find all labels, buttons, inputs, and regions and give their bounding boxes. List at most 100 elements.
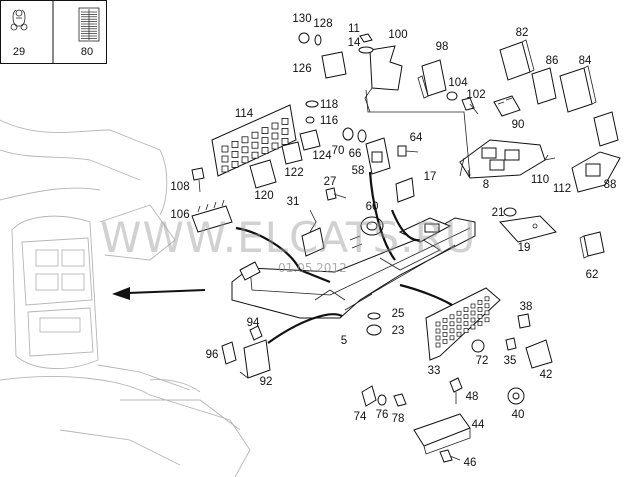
callout-100: 100 bbox=[388, 29, 407, 41]
callout-60: 60 bbox=[366, 201, 379, 213]
callout-8: 8 bbox=[483, 179, 489, 191]
washer-76 bbox=[377, 394, 387, 406]
callout-21: 21 bbox=[492, 207, 505, 219]
switch-58 bbox=[365, 137, 391, 175]
callout-110: 110 bbox=[531, 174, 549, 186]
relay-bracket bbox=[459, 139, 621, 193]
bracket-19 bbox=[499, 215, 557, 243]
callout-86: 86 bbox=[546, 55, 559, 67]
callout-31: 31 bbox=[287, 196, 300, 208]
watermark-date: 01.05.2012 bbox=[278, 261, 347, 275]
callout-128: 128 bbox=[313, 18, 332, 30]
clip-74 bbox=[361, 385, 377, 407]
screw-96 bbox=[221, 341, 237, 365]
watermark-text: WWW.ELCATS.RU bbox=[100, 213, 476, 262]
callout-44: 44 bbox=[472, 419, 485, 431]
callout-88: 88 bbox=[604, 179, 617, 191]
bracket-31 bbox=[301, 209, 325, 257]
callout-70: 70 bbox=[332, 145, 345, 157]
callout-62: 62 bbox=[586, 269, 599, 281]
callout-17: 17 bbox=[424, 171, 437, 183]
connector-block-106 bbox=[191, 199, 233, 233]
relay-82 bbox=[499, 39, 535, 81]
clip-icon bbox=[10, 9, 28, 31]
screw-46 bbox=[439, 449, 461, 463]
relay-126 bbox=[321, 51, 347, 79]
relay-86-bottom bbox=[593, 111, 619, 147]
callout-108: 108 bbox=[170, 181, 189, 193]
callout-11: 11 bbox=[348, 23, 360, 35]
inset-label-29: 29 bbox=[13, 46, 25, 58]
leader-lines bbox=[235, 89, 471, 344]
callout-130: 130 bbox=[292, 13, 311, 25]
inset-label-80: 80 bbox=[81, 46, 93, 58]
fuse-panel-114 bbox=[211, 104, 297, 177]
callout-48: 48 bbox=[466, 391, 479, 403]
callout-124: 124 bbox=[312, 150, 332, 162]
watermark: WWW.ELCATS.RU 01.05.2012 bbox=[100, 213, 476, 275]
inset-box: 29 80 bbox=[0, 0, 107, 64]
socket-62 bbox=[579, 231, 605, 259]
screw-48 bbox=[449, 377, 463, 404]
washer-66 bbox=[357, 129, 367, 143]
fuse-panel-33 bbox=[425, 287, 501, 361]
callout-78: 78 bbox=[392, 413, 405, 425]
callout-64: 64 bbox=[410, 132, 423, 144]
socket-42 bbox=[525, 339, 553, 369]
callout-46: 46 bbox=[464, 457, 477, 469]
callout-120: 120 bbox=[254, 190, 273, 202]
screw-64 bbox=[397, 145, 419, 157]
pointer-arrow bbox=[112, 287, 206, 300]
relay-124 bbox=[299, 129, 321, 151]
callout-23: 23 bbox=[392, 325, 405, 337]
lamp-40 bbox=[507, 387, 525, 405]
cap-72 bbox=[471, 339, 485, 353]
relay-122 bbox=[281, 141, 303, 165]
callout-126: 126 bbox=[292, 63, 311, 75]
small-parts-118-116 bbox=[305, 100, 319, 124]
callout-112: 112 bbox=[553, 183, 571, 195]
callout-82: 82 bbox=[516, 27, 529, 39]
fuse-strip-icon bbox=[78, 7, 100, 42]
callout-76: 76 bbox=[376, 409, 389, 421]
callout-42: 42 bbox=[540, 369, 553, 381]
screw-94 bbox=[249, 325, 263, 341]
washer-70 bbox=[342, 127, 354, 141]
callout-90: 90 bbox=[512, 119, 525, 131]
callout-104: 104 bbox=[448, 77, 468, 89]
plug-90 bbox=[493, 95, 521, 117]
switch-92 bbox=[239, 339, 271, 379]
clip-17 bbox=[395, 177, 415, 203]
callout-19: 19 bbox=[518, 242, 531, 254]
washer-104 bbox=[446, 91, 458, 101]
callout-27: 27 bbox=[324, 176, 337, 188]
callout-40: 40 bbox=[512, 409, 525, 421]
module-44 bbox=[413, 413, 471, 455]
callout-66: 66 bbox=[349, 148, 362, 160]
nut-11-14 bbox=[358, 33, 374, 54]
callout-92: 92 bbox=[260, 376, 273, 388]
callout-74: 74 bbox=[354, 411, 367, 423]
relay-84 bbox=[559, 65, 597, 113]
part-21 bbox=[503, 207, 517, 217]
callout-118: 118 bbox=[320, 99, 338, 111]
callout-98: 98 bbox=[436, 41, 449, 53]
callout-96: 96 bbox=[206, 349, 219, 361]
callout-72: 72 bbox=[476, 355, 489, 367]
callout-25: 25 bbox=[392, 308, 405, 320]
connector-35 bbox=[505, 337, 517, 351]
console-frame bbox=[231, 217, 476, 319]
bracket-100 bbox=[364, 45, 403, 113]
screw-108 bbox=[191, 167, 205, 193]
screw-102 bbox=[461, 97, 479, 115]
callout-14: 14 bbox=[348, 37, 361, 49]
grommet-130-128 bbox=[298, 32, 322, 46]
callout-102: 102 bbox=[466, 89, 485, 101]
callout-84: 84 bbox=[579, 55, 592, 67]
callout-94: 94 bbox=[247, 317, 260, 329]
relay-120 bbox=[249, 159, 277, 189]
callout-58: 58 bbox=[352, 165, 365, 177]
